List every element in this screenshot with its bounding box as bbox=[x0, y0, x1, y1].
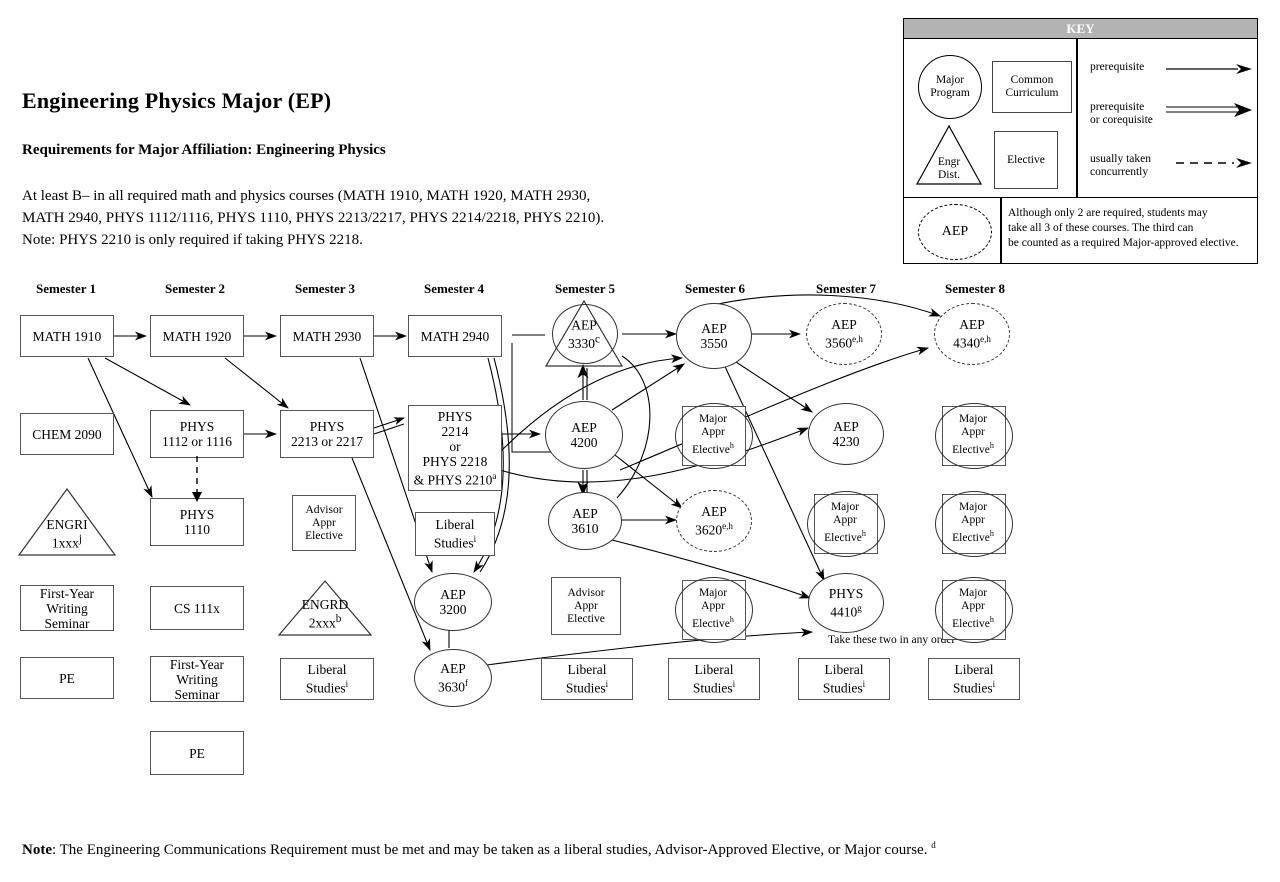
circle-shape bbox=[935, 491, 1013, 557]
course-engrd-2xxx[interactable]: ENGRD 2xxxb bbox=[278, 580, 372, 636]
course-aep-4340[interactable]: AEP 4340e,h bbox=[934, 303, 1010, 365]
course-cs-111x[interactable]: CS 111x bbox=[150, 586, 244, 630]
affiliation-subtitle: Requirements for Major Affiliation: Engi… bbox=[22, 142, 386, 158]
course-aep-3330[interactable]: AEP 3330c bbox=[545, 300, 623, 368]
key-legend-prerequisite: prerequisite bbox=[1090, 61, 1145, 73]
elective-advisor-appr-sem5[interactable]: Advisor Appr Elective bbox=[551, 577, 621, 635]
semester-header-4: Semester 4 bbox=[423, 281, 485, 296]
course-liberal-studies-sem5[interactable]: Liberal Studiesi bbox=[541, 658, 633, 700]
semester-header-2: Semester 2 bbox=[164, 281, 226, 296]
course-aep-3550[interactable]: AEP 3550 bbox=[676, 303, 752, 369]
key-divider bbox=[1076, 39, 1078, 197]
semester-header-8: Semester 8 bbox=[944, 281, 1006, 296]
course-phys-1112-1116[interactable]: PHYS 1112 or 1116 bbox=[150, 410, 244, 458]
key-aep-badge: AEP bbox=[918, 204, 992, 260]
requirements-text: At least B– in all required math and phy… bbox=[22, 188, 605, 248]
key-row-shapes: Major Program Common Curriculum Engr Dis… bbox=[904, 39, 1257, 198]
course-fws-sem1[interactable]: First-Year Writing Seminar bbox=[20, 585, 114, 631]
elective-major-appr-sem6-b[interactable]: Major Appr Electiveh bbox=[674, 576, 753, 643]
course-phys-2213-2217[interactable]: PHYS 2213 or 2217 bbox=[280, 410, 374, 458]
key-elective: Elective bbox=[994, 131, 1058, 189]
course-fws-sem2[interactable]: First-Year Writing Seminar bbox=[150, 656, 244, 702]
key-aep-note: Although only 2 are required, students m… bbox=[1008, 207, 1239, 249]
circle-shape bbox=[552, 304, 618, 364]
triangle-shape bbox=[278, 580, 372, 636]
legend-key: KEY Major Program Common Curriculum Engr… bbox=[903, 18, 1258, 264]
page-title: Engineering Physics Major (EP) bbox=[22, 88, 332, 113]
semester-header-5: Semester 5 bbox=[554, 281, 616, 296]
circle-shape bbox=[935, 403, 1013, 469]
course-chem-2090[interactable]: CHEM 2090 bbox=[20, 413, 114, 455]
elective-major-appr-sem8-c[interactable]: Major Appr Electiveh bbox=[934, 576, 1013, 643]
take-two-annotation: Take these two in any order bbox=[828, 634, 956, 646]
note-label: Note bbox=[22, 842, 52, 858]
course-aep-3630[interactable]: AEP 3630f bbox=[414, 649, 492, 707]
circle-shape bbox=[807, 491, 885, 557]
semester-header-3: Semester 3 bbox=[294, 281, 356, 296]
course-aep-3620[interactable]: AEP 3620e,h bbox=[676, 490, 752, 552]
course-pe-sem2[interactable]: PE bbox=[150, 731, 244, 775]
course-liberal-studies-sem4[interactable]: Liberal Studiesi bbox=[415, 512, 495, 556]
key-title: KEY bbox=[904, 19, 1257, 39]
elective-major-appr-sem6-a[interactable]: Major Appr Electiveh bbox=[674, 402, 753, 469]
semester-header-1: Semester 1 bbox=[35, 281, 97, 296]
course-aep-4200[interactable]: AEP 4200 bbox=[545, 401, 623, 469]
course-math-2940[interactable]: MATH 2940 bbox=[408, 315, 502, 357]
semester-header-6: Semester 6 bbox=[684, 281, 746, 296]
circle-shape bbox=[675, 403, 753, 469]
circle-shape bbox=[935, 577, 1013, 643]
course-aep-3560[interactable]: AEP 3560e,h bbox=[806, 303, 882, 365]
course-aep-3610[interactable]: AEP 3610 bbox=[548, 492, 622, 550]
key-legend-concurrent: usually taken concurrently bbox=[1090, 153, 1151, 178]
key-engr-dist: Engr Dist. bbox=[916, 125, 982, 185]
course-liberal-studies-sem7[interactable]: Liberal Studiesi bbox=[798, 658, 890, 700]
triangle-shape bbox=[916, 125, 982, 185]
course-phys-4410[interactable]: PHYS 4410g bbox=[808, 573, 884, 633]
elective-major-appr-sem8-a[interactable]: Major Appr Electiveh bbox=[934, 402, 1013, 469]
elective-advisor-appr-sem3[interactable]: Advisor Appr Elective bbox=[292, 495, 356, 551]
double-arrow-icon bbox=[1166, 103, 1252, 117]
concurrent-arrow-phys1112-phys1110 bbox=[192, 456, 202, 502]
circle-shape bbox=[675, 577, 753, 643]
note-superscript: d bbox=[931, 840, 936, 850]
key-common-curriculum: Common Curriculum bbox=[992, 61, 1072, 113]
course-liberal-studies-sem8[interactable]: Liberal Studiesi bbox=[928, 658, 1020, 700]
key-legend-prereq-coreq: prerequisite or corequisite bbox=[1090, 101, 1153, 126]
key-row-note: AEP Although only 2 are required, studen… bbox=[904, 198, 1257, 264]
course-math-1920[interactable]: MATH 1920 bbox=[150, 315, 244, 357]
course-liberal-studies-sem3[interactable]: Liberal Studiesi bbox=[280, 658, 374, 700]
key-major-program: Major Program bbox=[918, 55, 982, 119]
course-phys-2214-2218[interactable]: PHYS 2214 or PHYS 2218 & PHYS 2210a bbox=[408, 405, 502, 491]
semester-header-7: Semester 7 bbox=[815, 281, 877, 296]
triangle-shape bbox=[18, 488, 116, 556]
single-arrow-icon bbox=[1166, 64, 1252, 74]
triangle-shape bbox=[545, 300, 623, 367]
key-divider-2 bbox=[1000, 198, 1002, 264]
note-body: : The Engineering Communications Require… bbox=[52, 842, 932, 858]
elective-major-appr-sem7[interactable]: Major Appr Electiveh bbox=[806, 490, 885, 557]
course-liberal-studies-sem6[interactable]: Liberal Studiesi bbox=[668, 658, 760, 700]
course-aep-3200[interactable]: AEP 3200 bbox=[414, 573, 492, 631]
course-math-2930[interactable]: MATH 2930 bbox=[280, 315, 374, 357]
course-aep-4230[interactable]: AEP 4230 bbox=[808, 403, 884, 465]
course-phys-1110[interactable]: PHYS 1110 bbox=[150, 498, 244, 546]
dashed-arrow-icon bbox=[1176, 158, 1252, 168]
course-pe-sem1[interactable]: PE bbox=[20, 657, 114, 699]
course-math-1910[interactable]: MATH 1910 bbox=[20, 315, 114, 357]
elective-major-appr-sem8-b[interactable]: Major Appr Electiveh bbox=[934, 490, 1013, 557]
course-engri-1xxx[interactable]: ENGRI 1xxxj bbox=[18, 488, 116, 556]
communications-note: Note: The Engineering Communications Req… bbox=[22, 840, 936, 859]
